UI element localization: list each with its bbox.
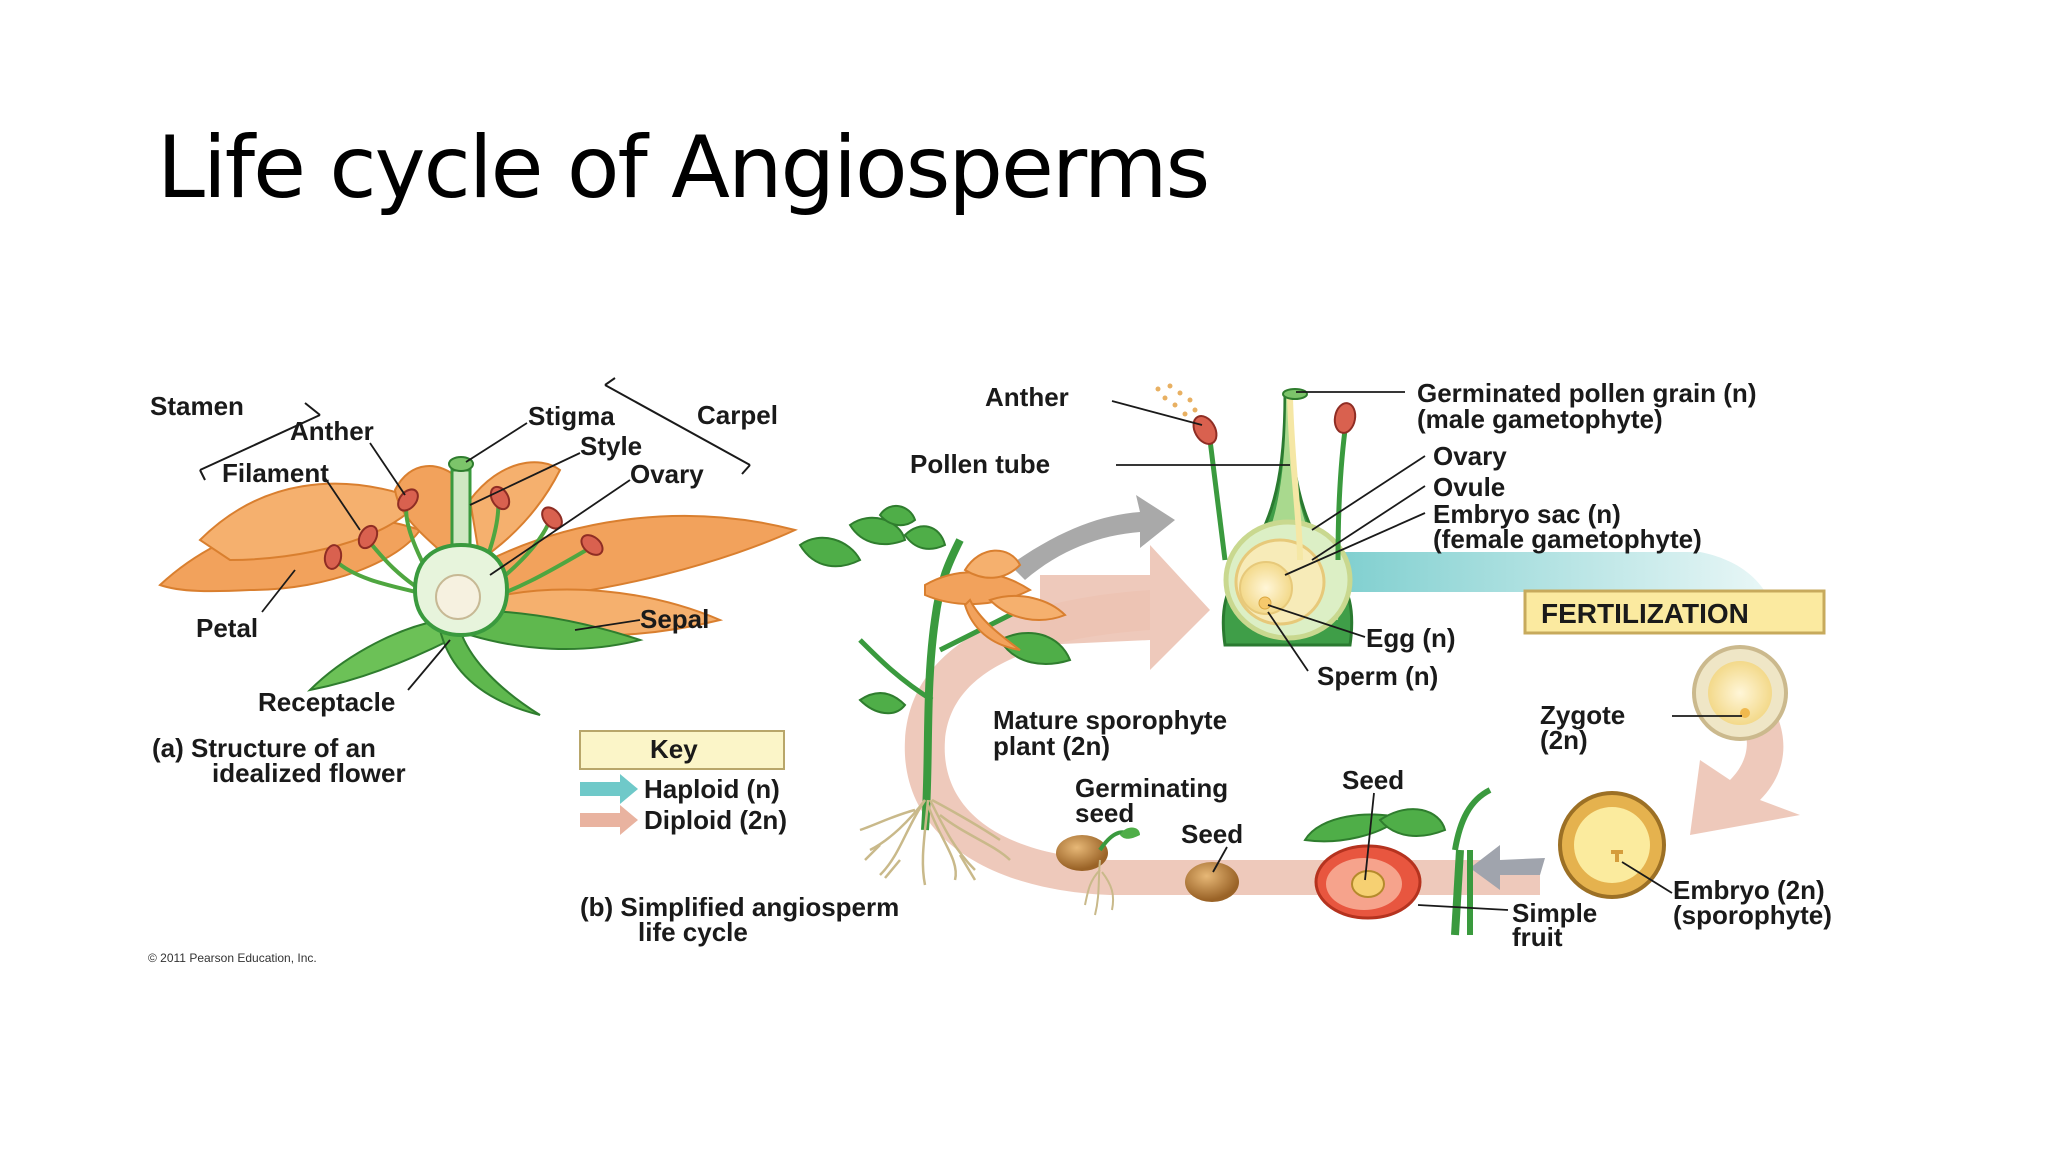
flower-illustration <box>158 456 798 716</box>
label-cycle-anther: Anther <box>985 382 1069 412</box>
mature-sporophyte-plant <box>798 505 1072 886</box>
label-seed-left: Seed <box>1181 819 1243 849</box>
label-carpel: Carpel <box>697 400 778 430</box>
label-zygote-line1: Zygote <box>1540 700 1625 730</box>
haploid-fertilization-band <box>1330 552 1770 620</box>
label-petal: Petal <box>196 613 258 643</box>
label-anther: Anther <box>290 416 374 446</box>
sepal-shape <box>458 608 644 651</box>
label-stamen: Stamen <box>150 391 244 421</box>
label-cycle-ovary: Ovary <box>1433 441 1507 471</box>
copyright-text: © 2011 Pearson Education, Inc. <box>148 951 317 965</box>
key-diploid-label: Diploid (2n) <box>644 805 787 835</box>
label-ovary: Ovary <box>630 459 704 489</box>
label-germinated-line2: (male gametophyte) <box>1417 404 1663 434</box>
label-stigma: Stigma <box>528 401 615 431</box>
label-style: Style <box>580 431 642 461</box>
gray-arrow-icon <box>1010 495 1175 580</box>
label-mature-line2: plant (2n) <box>993 731 1110 761</box>
label-mature-line1: Mature sporophyte <box>993 705 1227 735</box>
label-germinating-line2: seed <box>1075 798 1134 828</box>
gray-arrow-fruit-icon <box>1470 845 1545 890</box>
label-fertilization: FERTILIZATION <box>1541 598 1749 629</box>
cycle-leader-lines <box>1111 391 1742 911</box>
label-egg: Egg (n) <box>1366 623 1456 653</box>
cycle-caption-line2: life cycle <box>638 917 748 947</box>
key-haploid-label: Haploid (n) <box>644 774 780 804</box>
flower-caption-line1: (a) Structure of an <box>152 733 376 763</box>
cycle-caption-line1: (b) Simplified angiosperm <box>580 892 899 922</box>
flower-caption-line2: idealized flower <box>212 758 406 788</box>
flower-brackets <box>199 377 751 481</box>
label-sepal: Sepal <box>640 604 709 634</box>
label-embryo-sac-line2: (female gametophyte) <box>1433 524 1702 554</box>
label-embryo-sac-line1: Embryo sac (n) <box>1433 499 1621 529</box>
label-sperm: Sperm (n) <box>1317 661 1438 691</box>
flower-leader-lines <box>261 422 641 691</box>
label-embryo-line2: (sporophyte) <box>1673 900 1832 930</box>
label-simple-fruit-line2: fruit <box>1512 922 1563 952</box>
label-ovule: Ovule <box>1433 472 1505 502</box>
label-simple-fruit-line1: Simple <box>1512 898 1597 928</box>
ovule-shape <box>435 574 481 620</box>
label-pollen-tube: Pollen tube <box>910 449 1050 479</box>
embryo-illustration <box>1558 791 1666 899</box>
simple-fruit-illustration <box>1303 787 1492 936</box>
label-embryo-line1: Embryo (2n) <box>1673 875 1825 905</box>
receptacle-shape <box>438 629 541 716</box>
label-germinated-line1: Germinated pollen grain (n) <box>1417 378 1756 408</box>
slide-title: Life cycle of Angiosperms <box>157 118 1210 218</box>
haploid-arrow-icon <box>580 774 638 804</box>
diploid-arrow-icon <box>580 805 638 835</box>
zygote-illustration <box>1692 645 1788 741</box>
key-legend: Key Haploid (n) Diploid (2n) <box>579 730 787 835</box>
label-seed-fruit: Seed <box>1342 765 1404 795</box>
key-title: Key <box>650 734 698 764</box>
label-zygote-line2: (2n) <box>1540 725 1588 755</box>
ovary-pollen-illustration <box>1155 383 1357 647</box>
label-filament: Filament <box>222 458 329 488</box>
fertilization-box <box>1523 589 1826 635</box>
label-receptacle: Receptacle <box>258 687 395 717</box>
key-title-box <box>579 730 785 770</box>
style-shape <box>450 468 472 557</box>
sepal-left-shape <box>306 618 452 692</box>
seed-illustrations <box>1056 827 1239 916</box>
label-germinating-line1: Germinating <box>1075 773 1228 803</box>
